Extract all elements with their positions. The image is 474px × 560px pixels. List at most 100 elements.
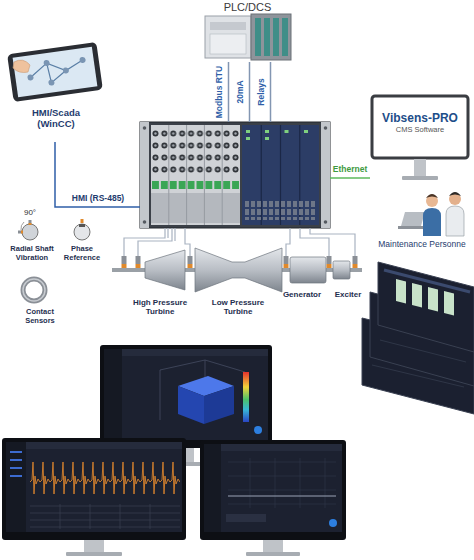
connector-label: Modbus RTU (215, 65, 224, 119)
trend-line (228, 496, 336, 497)
monitor-screen (6, 442, 182, 532)
trend-grid (228, 458, 336, 508)
laptop-screen (401, 212, 425, 226)
person-body (446, 206, 464, 236)
monitor-screen (204, 444, 342, 532)
person-body (423, 208, 441, 236)
connector-label: HMI (RS-485) (71, 194, 125, 203)
person-head (426, 195, 438, 207)
machine-label: Low Pressure Turbine (205, 298, 271, 316)
lp-turbine (195, 248, 282, 292)
ethernet-link (330, 177, 370, 179)
monitoring-rack (140, 122, 330, 228)
tablet (7, 42, 103, 102)
phase-probe (81, 219, 84, 223)
3d-surface (178, 386, 204, 424)
exciter (333, 261, 350, 279)
keyphasor-notch (79, 224, 85, 227)
input-field (226, 514, 266, 522)
green-terminals (151, 180, 240, 190)
person-hair (426, 194, 438, 198)
radial-shaft-icon (22, 224, 38, 240)
color-scale (243, 372, 249, 422)
app-sidebar (204, 444, 221, 532)
machine-label: Exciter (331, 290, 365, 299)
plc-modules (255, 18, 288, 56)
plc-rack (251, 14, 291, 60)
cms-monitor: Vibsens-PROCMS Software (370, 94, 470, 182)
sensor-cables (124, 228, 355, 256)
sensor-label: Radial Shaft Vibration (3, 245, 61, 262)
sensor-tips (122, 264, 358, 268)
app-topbar (221, 444, 342, 451)
app-topbar (122, 349, 268, 356)
probe-tips (21, 223, 32, 234)
personnel-label: Maintenance Personne (378, 240, 465, 250)
module-faceplate (151, 125, 240, 225)
generator (290, 257, 326, 283)
tablet-screen (13, 47, 98, 98)
scada-graphic (29, 58, 85, 85)
node-text: HMI/Scada (WinCC) (20, 108, 92, 130)
app-topbar (26, 442, 182, 449)
scada-nodes (25, 55, 88, 89)
bnc-connectors (151, 128, 240, 176)
data-table (30, 504, 180, 529)
sensor-label: Phase Reference (57, 245, 107, 262)
app-sidebar (104, 349, 122, 440)
sidebar-items (10, 452, 22, 476)
hp-turbine (145, 250, 185, 290)
tablet-frame (7, 42, 103, 102)
machine-label: Generator (277, 290, 327, 299)
action-button (329, 519, 337, 527)
monitor-bezel (2, 438, 186, 540)
node-text: CMS Software (375, 126, 465, 135)
node-text: PLC/DCS (200, 1, 295, 14)
rack-ear (321, 122, 330, 228)
monitor-screen (372, 96, 468, 158)
hand (13, 60, 30, 72)
monitor-base (66, 552, 122, 556)
person-head (449, 193, 461, 205)
radial-probes (18, 220, 32, 234)
monitor-stand (414, 159, 426, 176)
monitor-stand (263, 540, 283, 552)
monitor-bezel (200, 440, 346, 540)
angle-label: 90° (15, 208, 45, 217)
relay-link (270, 62, 272, 122)
blue-modules (242, 125, 319, 225)
module-dividers (169, 125, 222, 225)
monitor-base (246, 552, 300, 556)
person-hair (449, 192, 461, 196)
connector-label: Ethernet (332, 165, 368, 174)
rack-ear (140, 122, 149, 228)
rack-frame (140, 122, 330, 228)
connector-label: Relays (257, 77, 266, 106)
analog-link (249, 62, 251, 122)
rs485-link (55, 142, 140, 207)
plc-dcs-box: PLC/DCS (200, 0, 295, 62)
sensor-bodies (122, 256, 358, 264)
3d-surface (204, 386, 234, 424)
monitor-stand (84, 540, 104, 552)
monitor-screen (104, 349, 268, 440)
module-lower-panel (151, 193, 240, 223)
monitor-bezel (100, 345, 272, 448)
plc-cabinet (205, 16, 251, 58)
hmi-tablet: HMI/Scada (WinCC) (4, 44, 108, 142)
connector-label: 20mA (236, 79, 245, 104)
app-sidebar (6, 442, 26, 532)
contact-sensor-ring (23, 279, 45, 301)
contact-sensor-highlight (23, 279, 45, 301)
sensor-label: Contact Sensors (17, 308, 63, 325)
plc-panel (210, 34, 246, 54)
panel-header (384, 270, 470, 292)
action-button (254, 426, 262, 434)
machine-label: High Pressure Turbine (127, 298, 193, 316)
dashboard-panel (378, 262, 474, 352)
phase-reference-icon (74, 224, 90, 240)
status-leds (246, 130, 308, 140)
plc-panel (210, 22, 246, 30)
modbus-link (228, 62, 230, 122)
